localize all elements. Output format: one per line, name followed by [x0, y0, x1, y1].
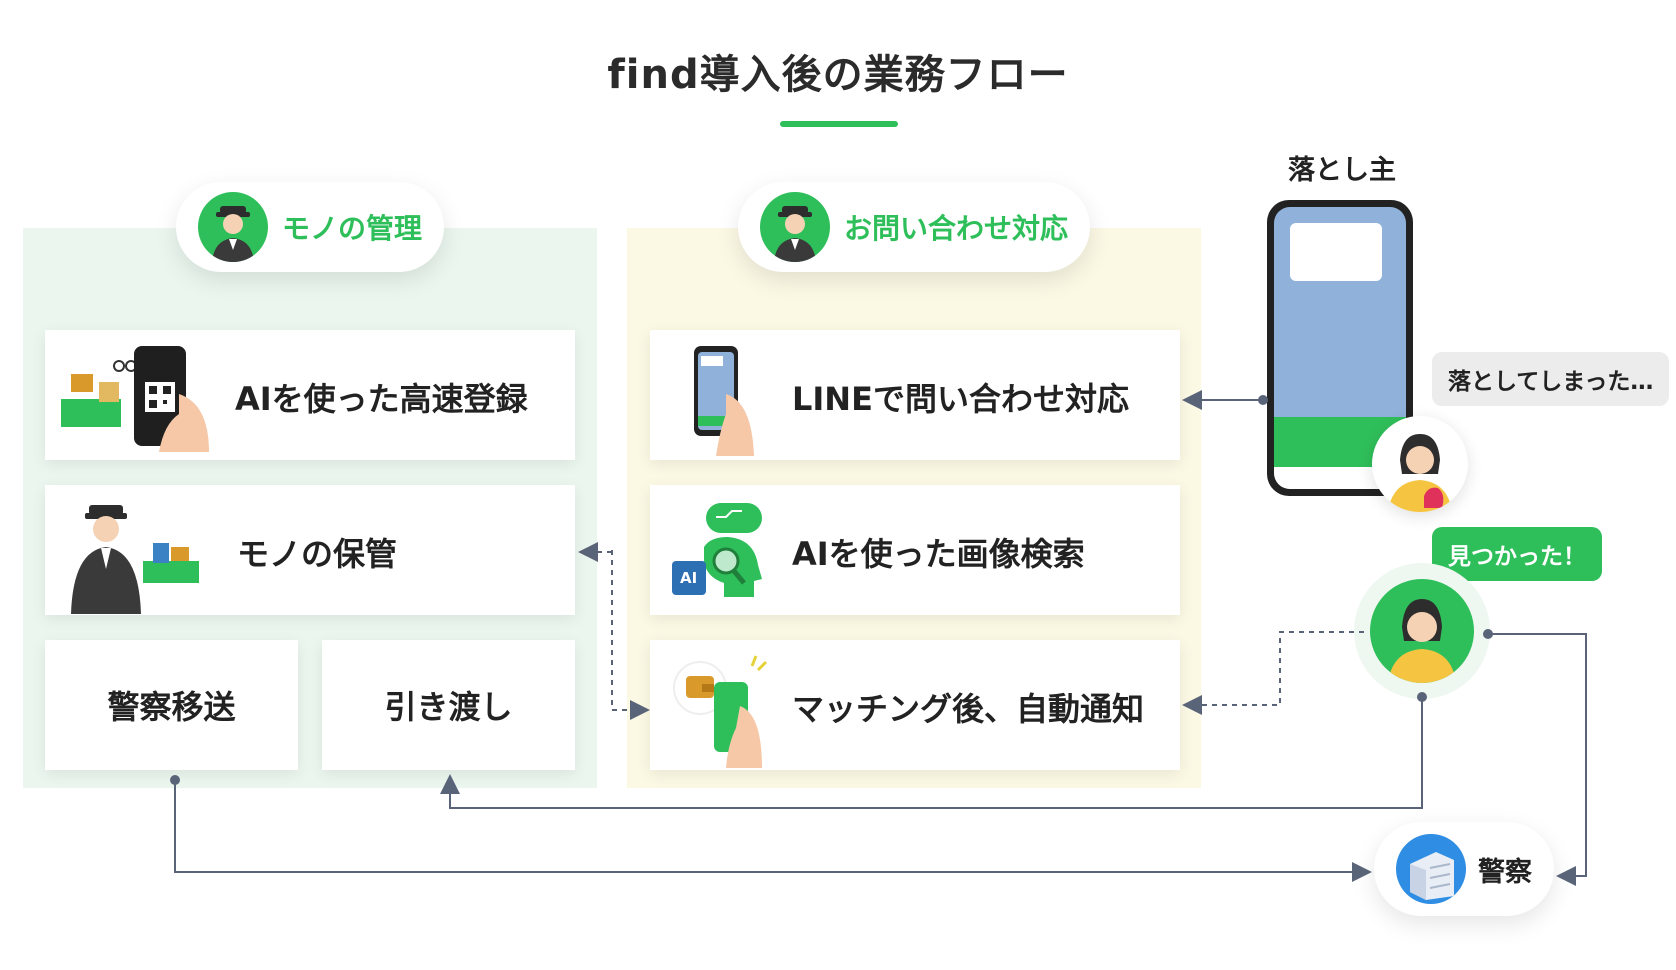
owner-label: 落とし主 — [1288, 155, 1396, 186]
found-police-line — [1488, 633, 1587, 886]
ai-badge-label: AI — [680, 569, 698, 587]
owner-avatar — [1372, 416, 1468, 512]
woman-happy-icon — [1388, 599, 1456, 683]
staff-avatar-icon — [198, 192, 268, 262]
connector-dot — [1417, 692, 1427, 702]
register-card-label: AIを使った高速登録 — [235, 380, 528, 418]
connector-dot — [1483, 629, 1493, 639]
line-inquiry-card: LINEで問い合わせ対応 — [650, 330, 1180, 460]
register-card: AIを使った高速登録 — [45, 330, 575, 460]
management-header: モノの管理 — [176, 182, 444, 272]
storage-notify-dashed — [611, 550, 650, 720]
connector-dot — [1258, 395, 1268, 405]
image-search-label: AIを使った画像検索 — [792, 535, 1085, 573]
phone-line-icon — [694, 346, 754, 456]
found-handover-line — [440, 697, 1423, 809]
inquiry-header-label: お問い合わせ対応 — [844, 212, 1069, 245]
page-title: find導入後の業務フロー — [607, 52, 1069, 98]
found-notify-dashed — [1182, 631, 1364, 715]
lost-speech-bubble: 落としてしまった… — [1432, 352, 1670, 406]
speech-tail-icon — [1450, 392, 1470, 406]
police-label: 警察 — [1478, 857, 1532, 888]
image-search-card: AI AIを使った画像検索 — [650, 485, 1180, 615]
auto-notify-label: マッチング後、自動通知 — [792, 690, 1145, 728]
found-avatar — [1370, 579, 1474, 683]
staff-storage-icon — [71, 505, 199, 614]
ai-search-icon — [672, 503, 762, 597]
title-underline — [780, 121, 898, 127]
auto-notify-card: マッチング後、自動通知 — [650, 640, 1180, 770]
staff-avatar-icon — [760, 192, 830, 262]
storage-card-label: モノの保管 — [237, 535, 398, 573]
woman-worried-icon — [1388, 434, 1452, 512]
inquiry-header: お問い合わせ対応 — [738, 182, 1090, 272]
transfer-police-line — [174, 780, 1372, 882]
police-transfer-card: 警察移送 — [45, 640, 298, 770]
connector-dot — [170, 775, 180, 785]
notify-phone-icon — [673, 655, 768, 768]
qr-register-icon — [61, 346, 209, 452]
handover-label: 引き渡し — [384, 688, 513, 726]
handover-card: 引き渡し — [322, 640, 575, 770]
line-inquiry-label: LINEで問い合わせ対応 — [792, 380, 1129, 418]
police-transfer-label: 警察移送 — [107, 688, 236, 726]
management-header-label: モノの管理 — [282, 212, 423, 245]
storage-card: モノの保管 — [45, 485, 575, 615]
police-building-icon — [1396, 834, 1466, 904]
